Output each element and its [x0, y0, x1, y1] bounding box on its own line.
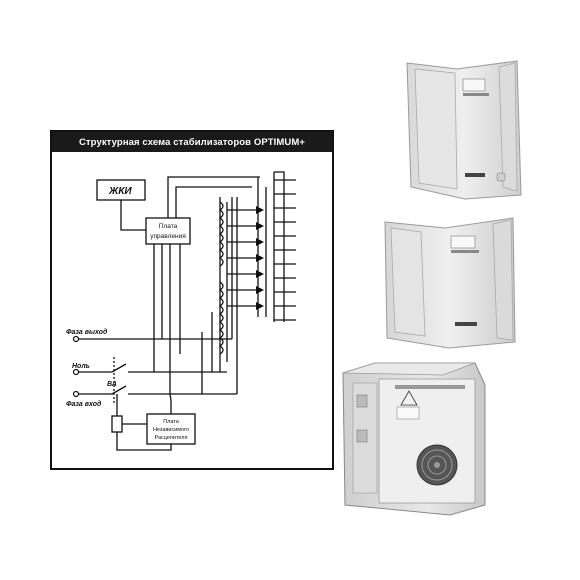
stabilizer-back: [342, 362, 486, 516]
display-strip: [465, 173, 485, 177]
warning-icon: [400, 390, 418, 406]
independent-board-label-3: Расцепителя: [154, 435, 187, 441]
independent-board-label-2: Независимого: [153, 427, 189, 433]
scheme-title: Структурная схема стабилизаторов OPTIMUM…: [52, 132, 332, 152]
control-board-label-2: управления: [150, 233, 186, 240]
display-label: ЖКИ: [108, 186, 132, 197]
phase-out-label: Фаза выход: [66, 328, 108, 336]
independent-board-label-1: Плата: [163, 419, 180, 425]
terminal-neutral: [72, 368, 80, 376]
relay-box: [111, 415, 123, 433]
neutral-label: Ноль: [72, 363, 90, 370]
phase-in-label: Фаза вход: [66, 400, 102, 408]
control-board-label-1: Плата: [159, 223, 178, 230]
triac-stack: [256, 206, 264, 310]
stabilizer-front-top: [406, 60, 522, 200]
terminal-phase-out: [72, 335, 80, 343]
control-board-box: [145, 217, 191, 245]
stabilizer-front-middle: [384, 217, 516, 349]
scheme-wiring: ЖКИ Плата управления Фаза выход Ноль ВА …: [66, 171, 296, 451]
breaker-label: ВА: [107, 381, 117, 388]
terminal-phase-in: [72, 390, 80, 398]
structural-scheme: ЖКИ Плата управления Фаза выход Ноль ВА …: [50, 130, 334, 470]
